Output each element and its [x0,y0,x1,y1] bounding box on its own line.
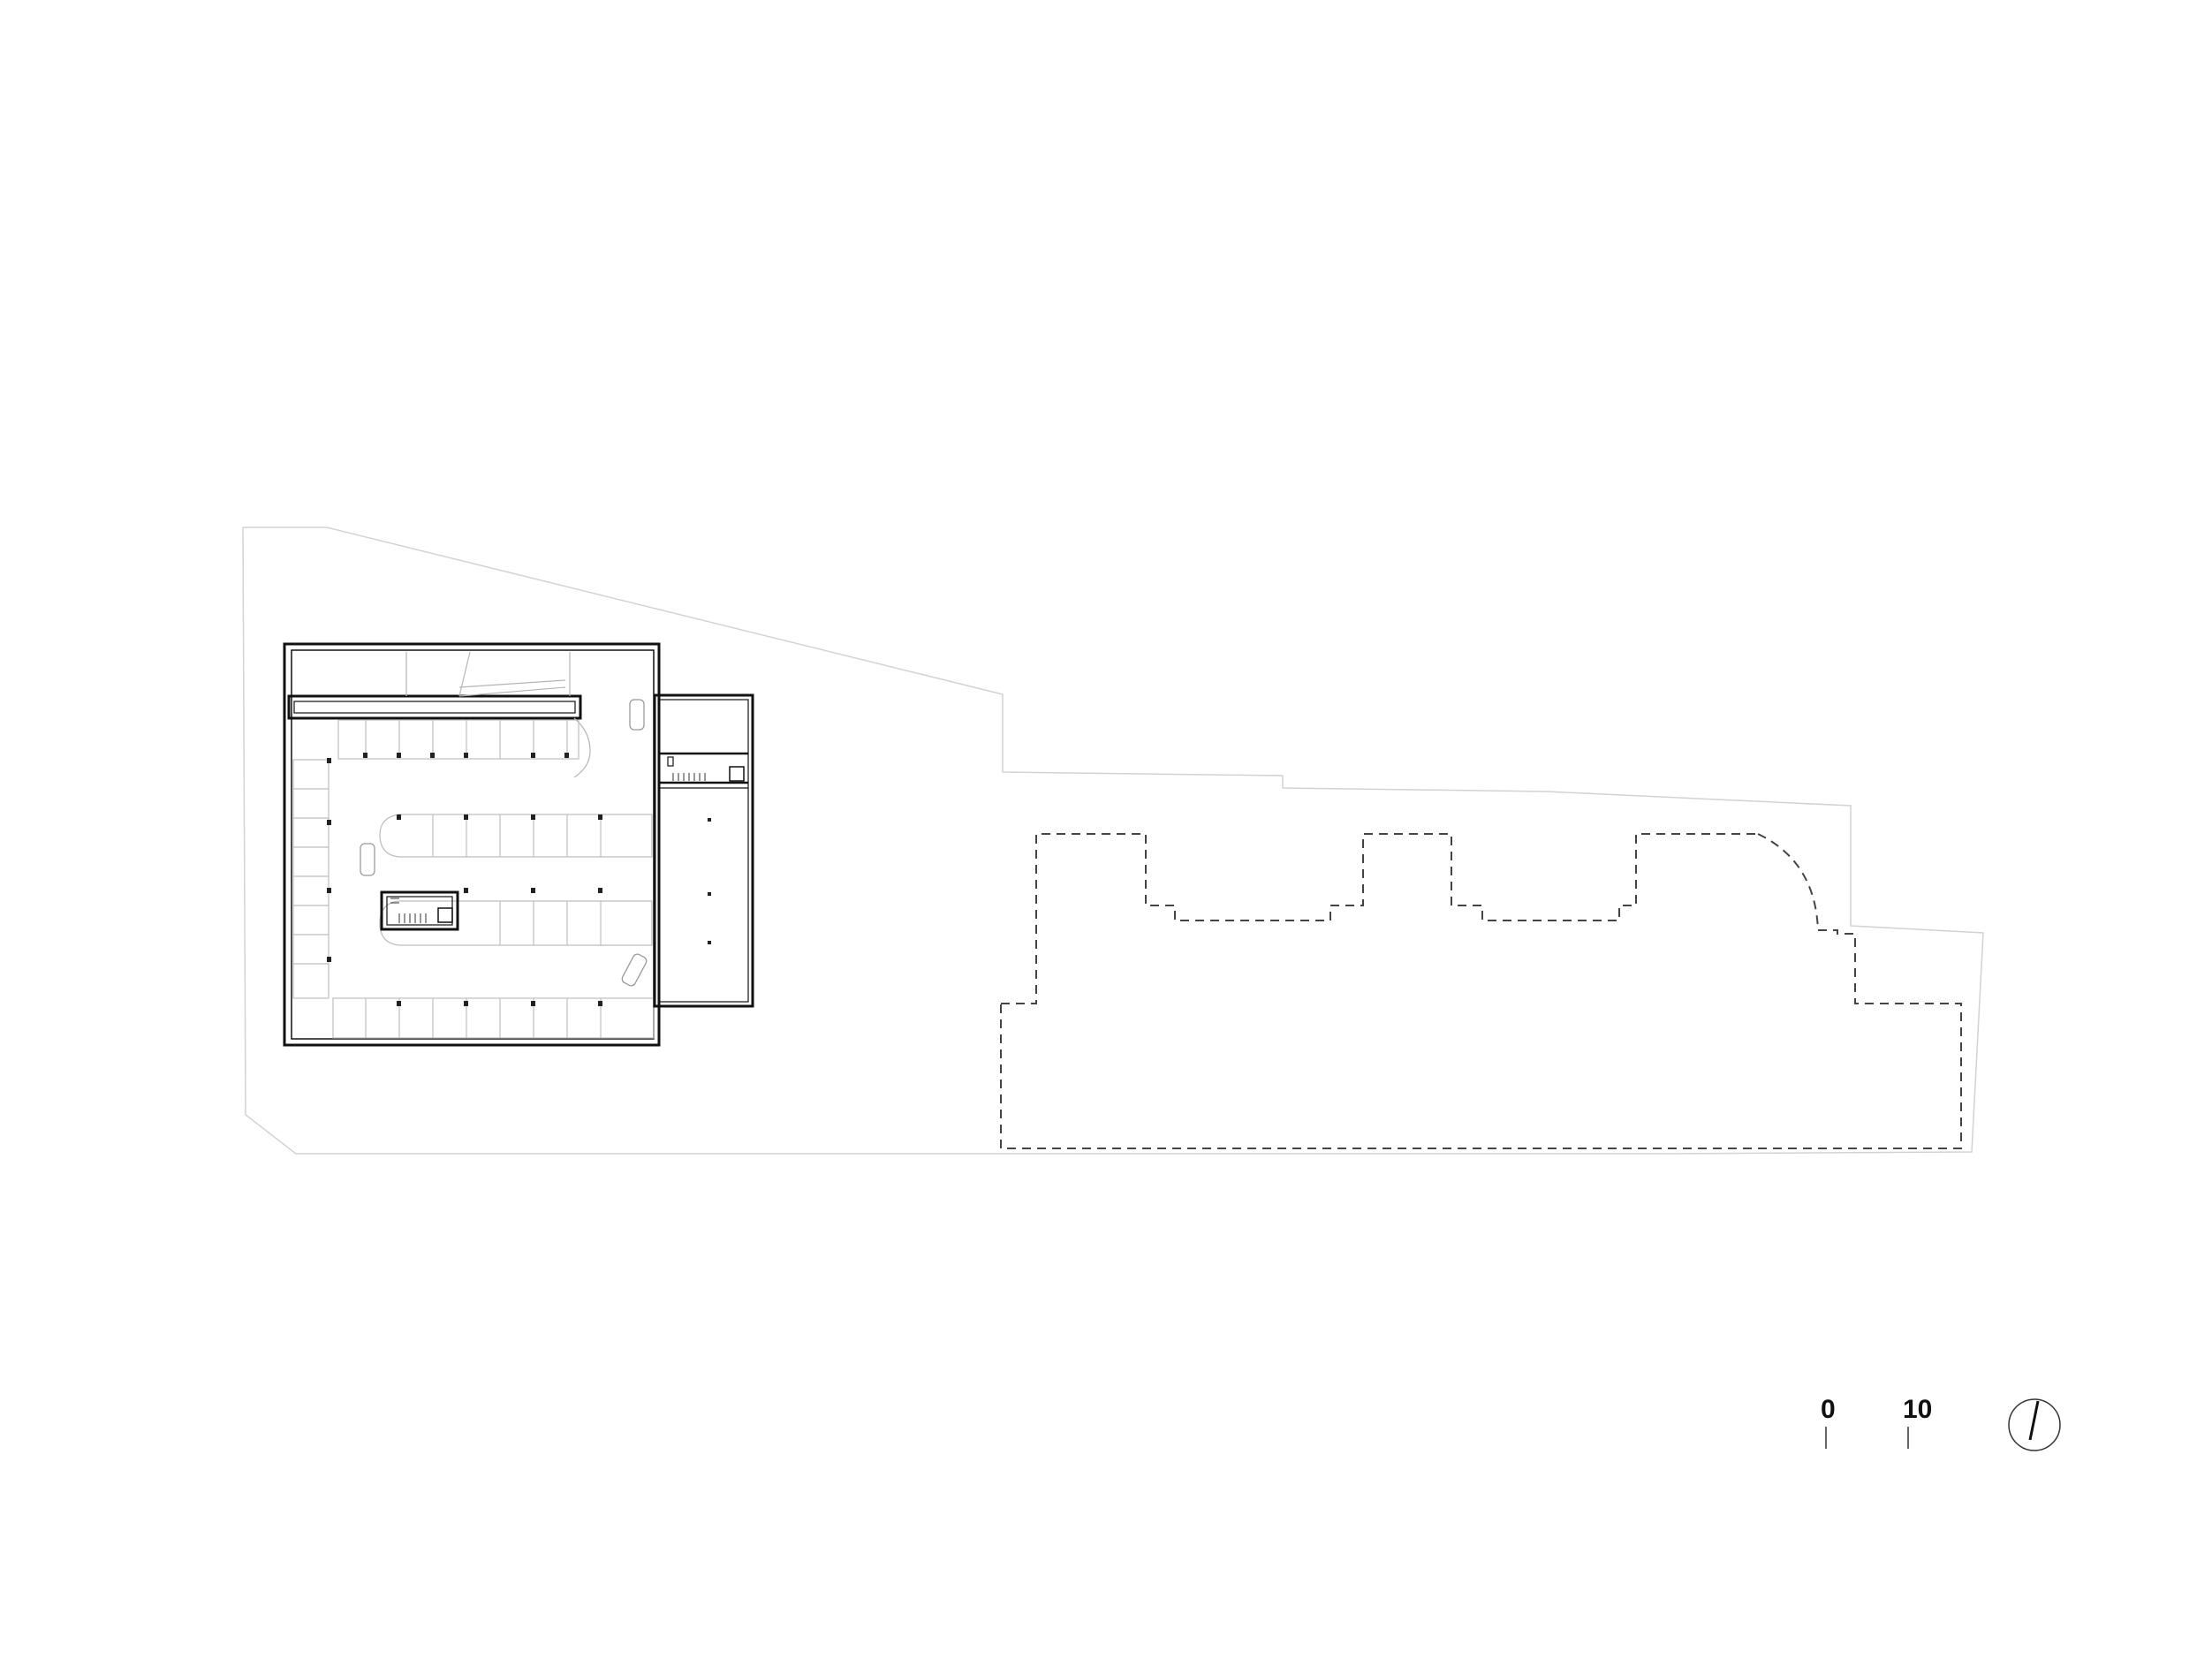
parking-building [283,642,661,1047]
scale-bar: 0 10 [1821,1395,1932,1449]
car-icon [621,953,648,987]
structural-columns [327,753,711,1006]
building-outer-wall [283,642,661,1047]
elevator-shaft [437,907,453,923]
entry-ramp [405,651,591,778]
site-boundary [242,526,1984,1155]
existing-building-outline [1000,833,1962,1149]
north-arrow-icon [2008,1398,2061,1451]
stair-core [380,890,459,931]
car-icon [360,843,375,876]
parking-stalls [292,719,655,1039]
annex-elevator [729,766,745,782]
annex-building [653,693,754,1008]
car-icon [629,699,645,731]
scale-label-0: 0 [1821,1395,1836,1424]
building-inner-wall [291,649,655,1040]
top-corridor-wall [287,694,582,720]
car-icons [360,699,648,987]
scale-label-10: 10 [1903,1395,1932,1424]
